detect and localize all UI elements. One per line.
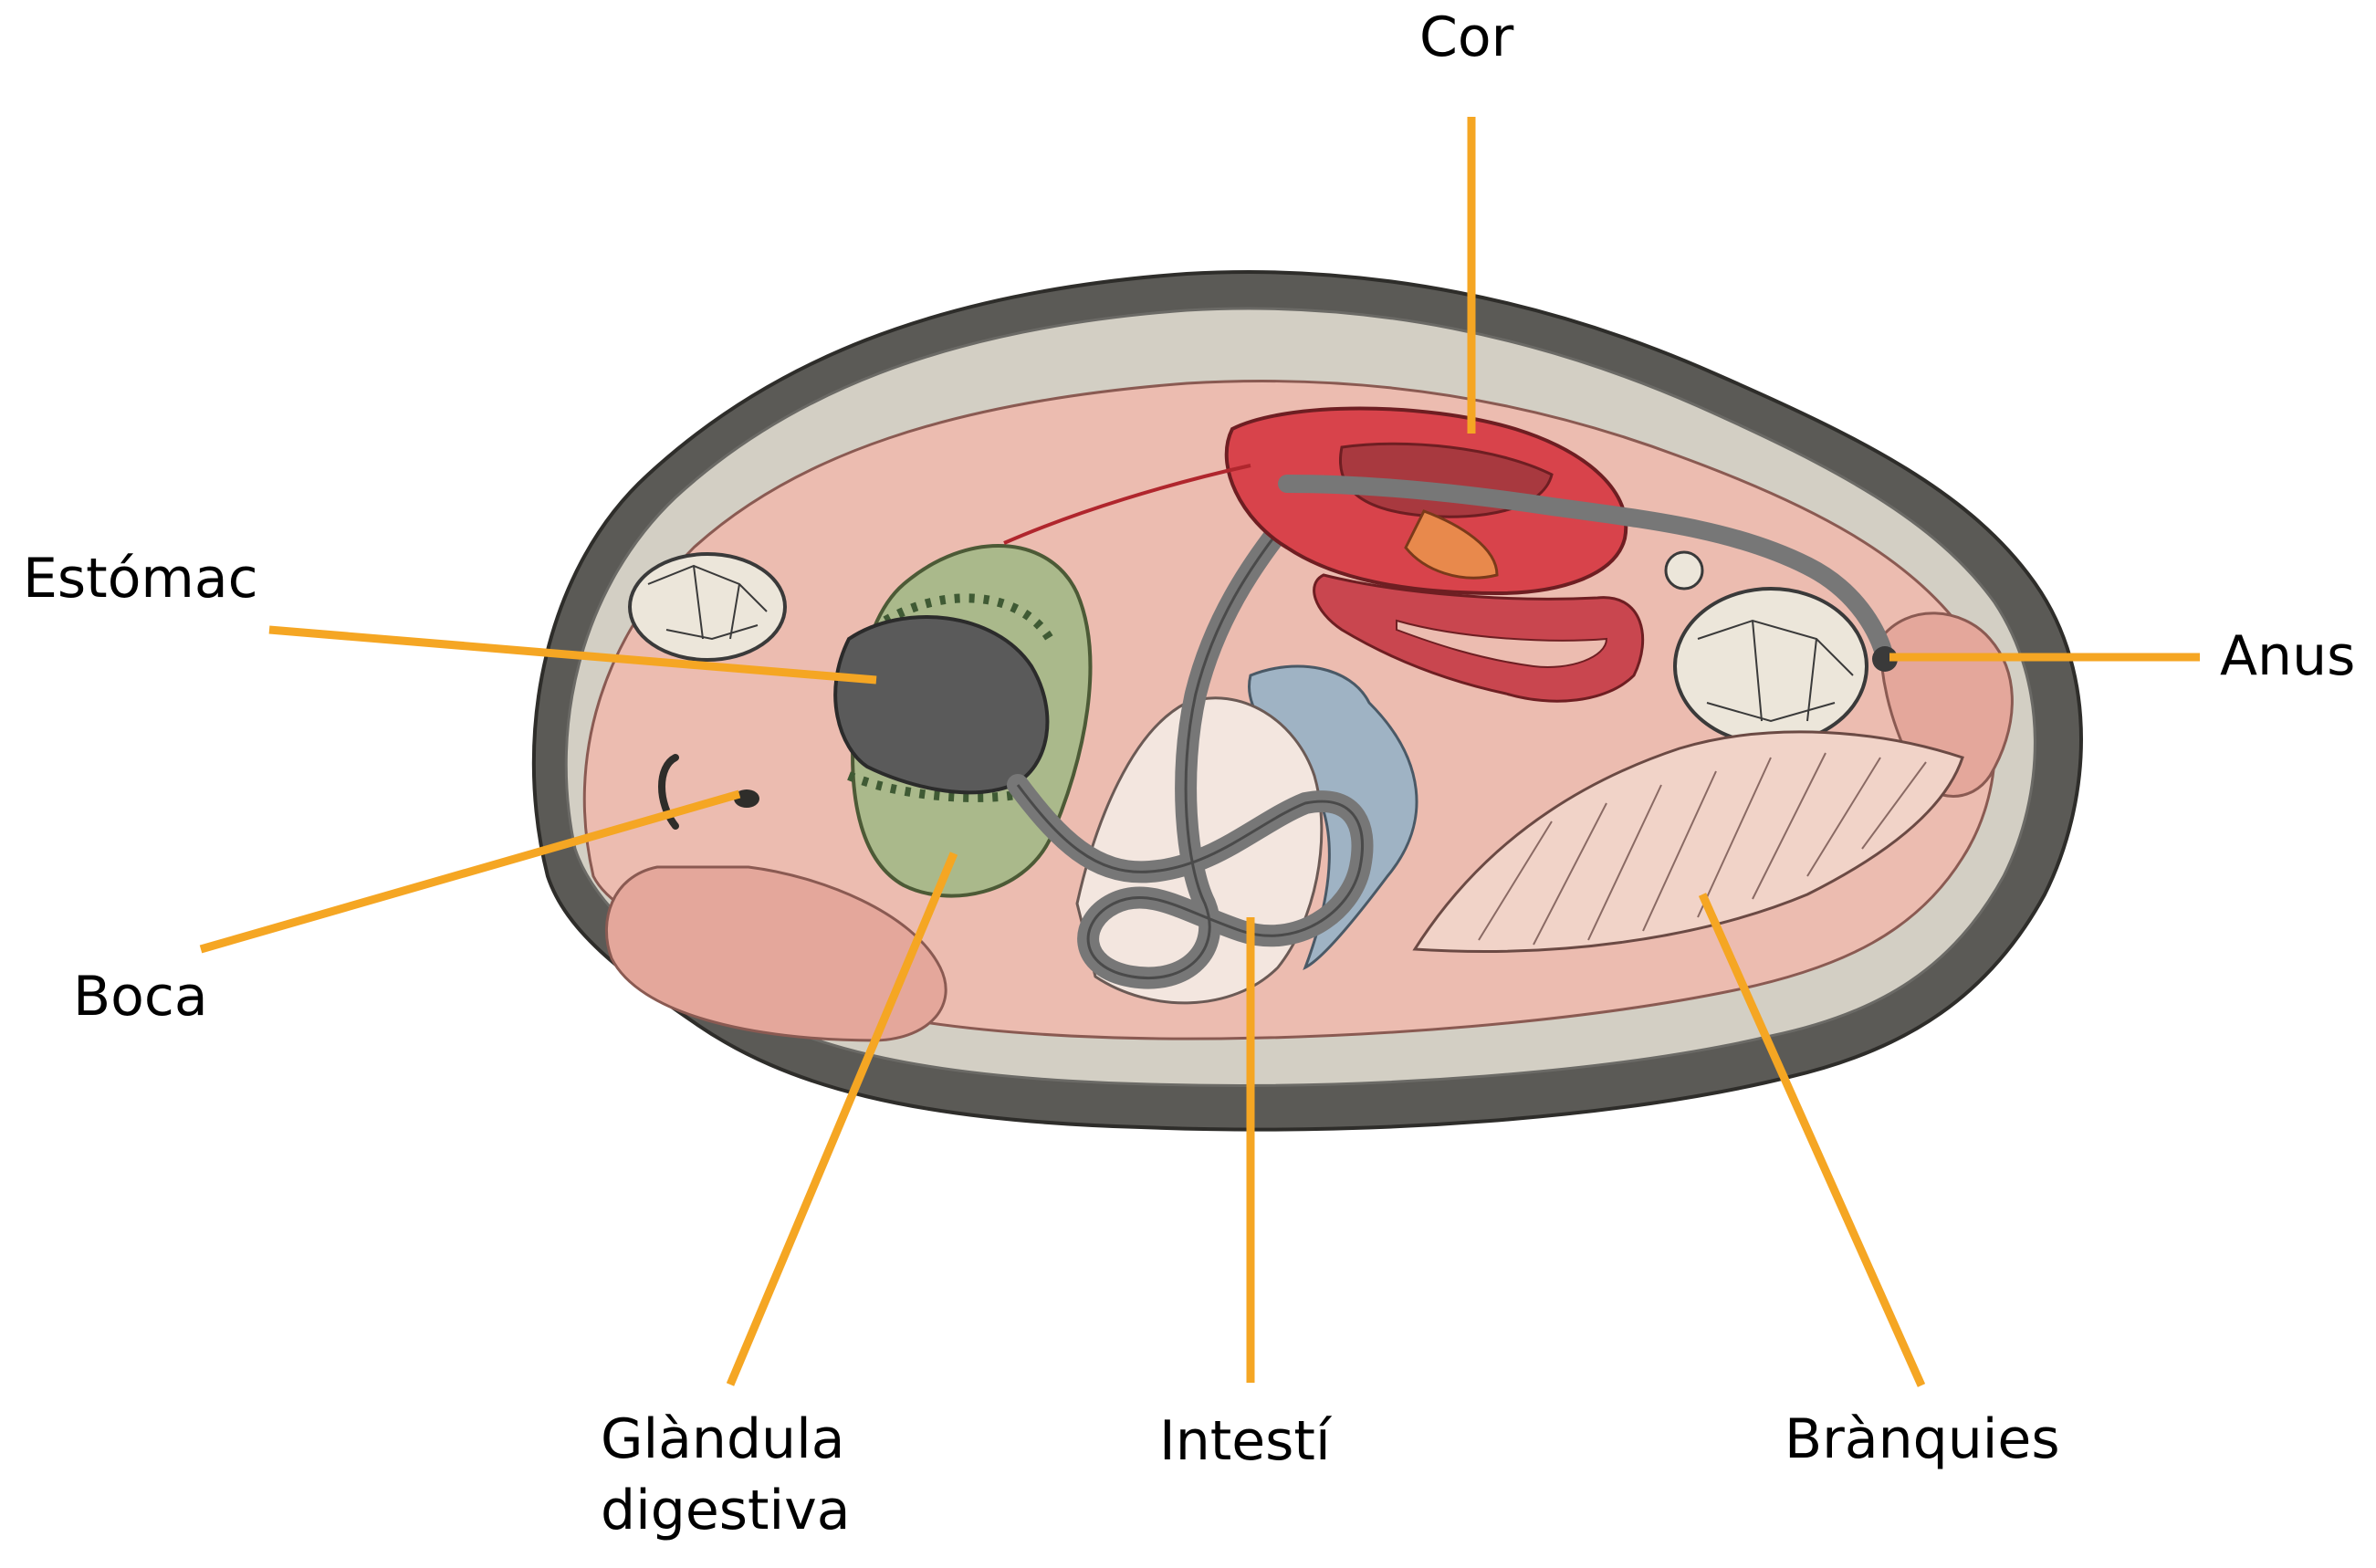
label-glandula-line1: Glàndula [601, 1404, 851, 1475]
label-glandula-line2: digestiva [601, 1475, 851, 1546]
label-branquies: Brànquies [1785, 1404, 2060, 1475]
label-glandula-digestiva: Glàndula digestiva [601, 1404, 851, 1546]
label-boca: Boca [73, 961, 208, 1032]
label-anus: Anus [2220, 621, 2355, 692]
label-cor: Cor [1419, 2, 1513, 73]
label-intesti: Intestí [1159, 1406, 1331, 1477]
label-estomac: Estómac [23, 543, 258, 614]
